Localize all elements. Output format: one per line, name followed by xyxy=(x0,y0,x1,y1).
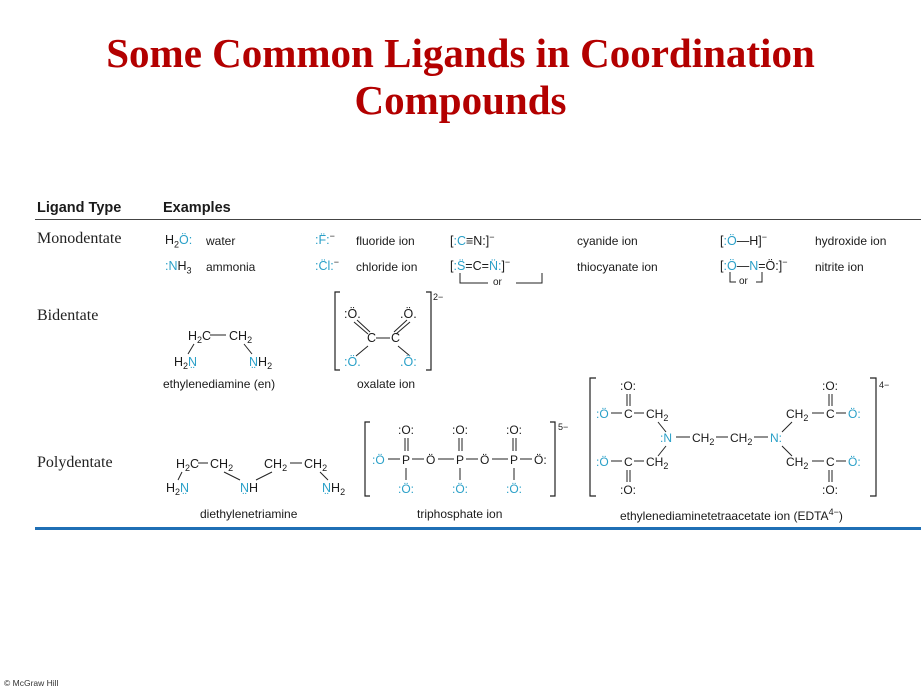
svg-text::N: :N xyxy=(660,431,672,445)
svg-text:CH2: CH2 xyxy=(692,431,714,447)
svg-text:N:: N: xyxy=(770,431,782,445)
svg-text:CH2: CH2 xyxy=(646,407,668,423)
svg-text:C: C xyxy=(367,331,376,345)
ligand-type-polydentate: Polydentate xyxy=(37,454,113,471)
diethylenetriamine-structure: H2C CH2 CH2 CH2 H2N̤ N̤H N̤H2 xyxy=(166,457,345,497)
svg-text:P: P xyxy=(402,453,410,467)
thiocyanate-formula: [:S̈=C=N̈:]− xyxy=(450,257,511,274)
nitrite-name: nitrite ion xyxy=(815,260,864,274)
cyanide-name: cyanide ion xyxy=(577,234,638,248)
triphosphate-name: triphosphate ion xyxy=(417,507,503,521)
copyright-notice: © McGraw Hill xyxy=(4,678,59,688)
svg-text::Ö: :Ö xyxy=(372,453,385,467)
svg-text::Ö: :Ö xyxy=(596,407,609,421)
svg-text:N̤H2: N̤H2 xyxy=(322,481,345,497)
svg-text:CH2: CH2 xyxy=(304,457,327,473)
triphosphate-structure: 5− :O: :O: :O: :Ö P Ö P Ö P Ö: :Ö: :Ö: :… xyxy=(364,421,568,497)
header-examples: Examples xyxy=(163,200,231,216)
edta-name: ethylenediaminetetraacetate ion (EDTA4−) xyxy=(620,507,843,523)
svg-text:CH2: CH2 xyxy=(210,457,233,473)
svg-text:C: C xyxy=(826,407,835,421)
svg-text::Ö:: :Ö: xyxy=(452,482,468,496)
thiocyanate-name: thiocyanate ion xyxy=(577,260,658,274)
svg-text::Ö:: :Ö: xyxy=(506,482,522,496)
diethylenetriamine-name: diethylenetriamine xyxy=(200,507,298,521)
svg-text::O:: :O: xyxy=(506,423,522,437)
nitrite-formula: [:Ö—N=Ö:]− xyxy=(720,257,788,274)
oxalate-charge: 2− xyxy=(433,292,443,302)
svg-text::O:: :O: xyxy=(822,483,838,497)
svg-text::O:: :O: xyxy=(452,423,468,437)
fluoride-formula: :F̈:− xyxy=(315,231,335,248)
oxalate-name: oxalate ion xyxy=(357,377,416,391)
table-bottom-rule xyxy=(35,527,921,530)
svg-text::O:: :O: xyxy=(620,483,636,497)
svg-text::Ö.: :Ö. xyxy=(344,355,361,369)
svg-text:C: C xyxy=(826,455,835,469)
svg-text:N̤H: N̤H xyxy=(240,481,258,495)
svg-text:H2C: H2C xyxy=(176,457,199,473)
svg-text:Ö:: Ö: xyxy=(534,453,547,467)
svg-text:P: P xyxy=(456,453,464,467)
svg-text:CH2: CH2 xyxy=(646,455,668,471)
svg-text:CH2: CH2 xyxy=(264,457,287,473)
nitrite-or: or xyxy=(739,276,748,287)
table-top-rule xyxy=(35,219,921,220)
edta-structure: 4− :O: :Ö C CH2 :N CH2 CH2 N: :Ö C CH2 :… xyxy=(589,377,889,497)
svg-text:CH2: CH2 xyxy=(730,431,752,447)
svg-text::O:: :O: xyxy=(822,379,838,393)
header-ligand-type: Ligand Type xyxy=(37,200,122,216)
svg-text:.Ö.: .Ö. xyxy=(400,307,417,321)
triphosphate-charge: 5− xyxy=(558,422,568,432)
thiocyanate-or: or xyxy=(493,277,502,288)
slide-title: Some Common Ligands in Coordination Comp… xyxy=(106,30,815,123)
svg-text:Ö: Ö xyxy=(426,453,435,467)
nitrite-or-bracket xyxy=(729,272,763,283)
svg-text:.Ö:: .Ö: xyxy=(400,355,417,369)
ethylenediamine-structure: H2C CH2 H2N̤ N̤H2 xyxy=(174,329,272,371)
fluoride-name: fluoride ion xyxy=(356,234,415,248)
hydroxide-name: hydroxide ion xyxy=(815,234,887,248)
ethylenediamine-name: ethylenediamine (en) xyxy=(163,377,276,391)
oxalate-structure: :Ö. .Ö. C C :Ö. .Ö: 2− xyxy=(334,291,443,371)
hydroxide-formula: [:Ö—H]− xyxy=(720,232,767,249)
ammonia-name: ammonia xyxy=(206,260,256,274)
svg-text::Ö.: :Ö. xyxy=(344,307,361,321)
water-name: water xyxy=(206,234,236,248)
svg-text:C: C xyxy=(624,407,633,421)
svg-text:P: P xyxy=(510,453,518,467)
svg-text:C: C xyxy=(624,455,633,469)
ligand-type-bidentate: Bidentate xyxy=(37,307,99,324)
svg-text::Ö: :Ö xyxy=(596,455,609,469)
svg-text:N̤H2: N̤H2 xyxy=(249,355,272,371)
svg-text:Ö: Ö xyxy=(480,453,489,467)
chloride-formula: :C̈l:− xyxy=(315,257,340,274)
svg-text:CH2: CH2 xyxy=(786,455,808,471)
cyanide-formula: [:C≡N:]− xyxy=(450,232,495,249)
svg-text:CH2: CH2 xyxy=(786,407,808,423)
svg-text:H2N̤: H2N̤ xyxy=(166,481,189,497)
water-formula: H2Ö: xyxy=(165,233,193,250)
svg-text:H2C: H2C xyxy=(188,329,211,345)
svg-text:CH2: CH2 xyxy=(229,329,252,345)
thiocyanate-or-bracket xyxy=(459,273,543,284)
svg-text::Ö:: :Ö: xyxy=(398,482,414,496)
svg-text::O:: :O: xyxy=(620,379,636,393)
ammonia-formula: :NH3 xyxy=(165,259,192,276)
ligand-type-monodentate: Monodentate xyxy=(37,230,122,247)
chloride-name: chloride ion xyxy=(356,260,418,274)
svg-text::O:: :O: xyxy=(398,423,414,437)
svg-text:H2N̤: H2N̤ xyxy=(174,355,197,371)
svg-text:Ö:: Ö: xyxy=(848,455,861,469)
svg-text:Ö:: Ö: xyxy=(848,407,861,421)
edta-charge: 4− xyxy=(879,380,889,390)
svg-text:C: C xyxy=(391,331,400,345)
